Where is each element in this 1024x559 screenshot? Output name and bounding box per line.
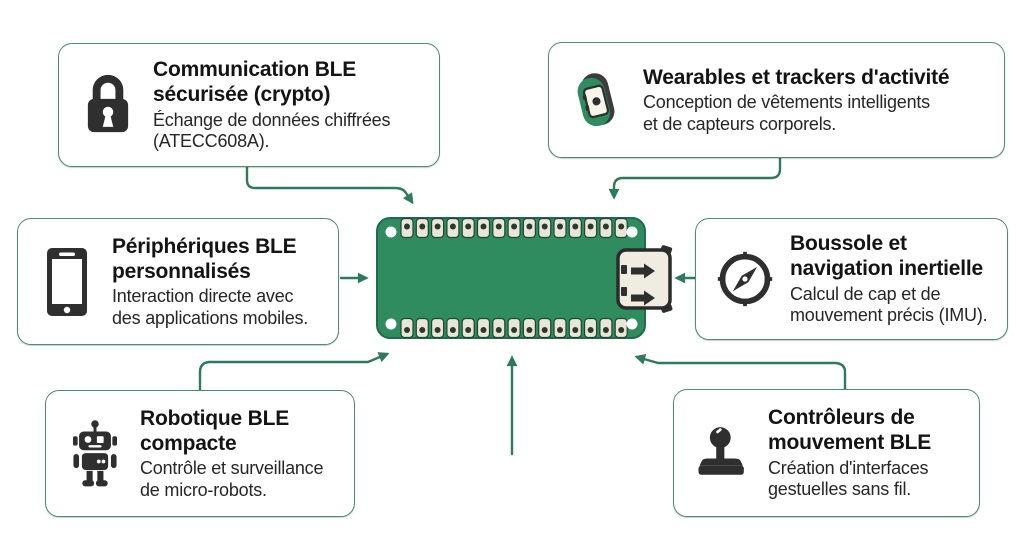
compass-icon <box>714 249 776 309</box>
arrow-wearables-to-board <box>608 156 782 200</box>
pin-rows <box>400 217 628 339</box>
callout-text: Contrôleurs de mouvement BLE Création d'… <box>768 405 931 501</box>
callout-title: Périphériques BLE personnalisés <box>112 234 297 283</box>
callout-title: Robotique BLE compacte <box>140 406 290 455</box>
callout-body: Conception de vêtements intelligents et … <box>643 92 930 134</box>
callout-body: Contrôle et surveillance de micro-robots… <box>140 458 324 500</box>
lock-icon <box>77 68 139 142</box>
callout-secure-ble: Communication BLE sécurisée (crypto) Éch… <box>58 43 440 167</box>
callout-text: Communication BLE sécurisée (crypto) Éch… <box>153 57 390 153</box>
callout-title: Contrôleurs de mouvement BLE <box>768 406 932 455</box>
pcb-board <box>376 217 673 339</box>
callout-wearables: Wearables et trackers d'activité Concept… <box>548 42 1005 158</box>
callout-text: Robotique BLE compacte Contrôle et surve… <box>140 406 323 502</box>
micro-usb-connector <box>616 245 673 313</box>
fitness-band-icon <box>567 69 629 131</box>
callout-text: Périphériques BLE personnalisés Interact… <box>112 234 308 330</box>
callout-text: Wearables et trackers d'activité Concept… <box>643 65 950 135</box>
callout-body: Échange de données chiffrées (ATECC608A)… <box>153 109 391 152</box>
callout-robotics: Robotique BLE compacte Contrôle et surve… <box>45 390 355 517</box>
callout-text: Boussole et navigation inertielle Calcul… <box>790 231 988 327</box>
arrow-secure-to-board <box>245 165 414 205</box>
robot-icon <box>64 410 126 498</box>
callout-controllers: Contrôleurs de mouvement BLE Création d'… <box>673 389 980 517</box>
callout-title: Communication BLE sécurisée (crypto) <box>153 58 357 107</box>
corner-holes <box>385 226 638 330</box>
callout-body: Calcul de cap et de mouvement précis (IM… <box>790 283 988 326</box>
arrow-robotics-to-board <box>198 352 390 392</box>
callout-title: Boussole et navigation inertielle <box>790 232 984 281</box>
smartphone-icon <box>36 240 98 324</box>
callout-peripherals: Périphériques BLE personnalisés Interact… <box>17 218 339 345</box>
callout-title: Wearables et trackers d'activité <box>643 65 950 89</box>
joystick-icon <box>692 413 754 493</box>
arrow-controllers-to-board <box>634 354 847 391</box>
callout-body: Création d'interfaces gestuelles sans fi… <box>768 457 929 500</box>
callout-body: Interaction directe avec des application… <box>112 286 309 328</box>
callout-compass: Boussole et navigation inertielle Calcul… <box>695 218 1008 340</box>
